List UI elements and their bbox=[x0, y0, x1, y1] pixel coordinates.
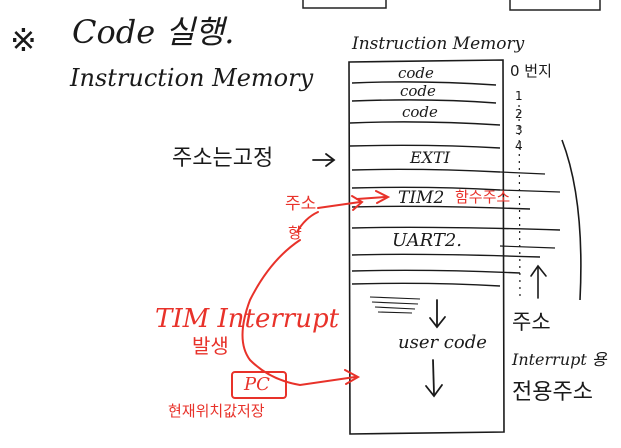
tim2-handler-note: 함수주소 bbox=[455, 188, 511, 206]
down-arrow-icon bbox=[429, 299, 446, 329]
top-box-left bbox=[302, 0, 387, 9]
top-box-right bbox=[509, 0, 601, 11]
memory-row-code: code bbox=[398, 64, 434, 82]
up-arrow-icon bbox=[530, 264, 547, 299]
memory-user-code: user code bbox=[398, 332, 487, 353]
memory-row-code: code bbox=[402, 103, 438, 121]
memory-row-lines bbox=[349, 81, 561, 287]
address-four: 4 bbox=[515, 139, 523, 153]
scribble-lines bbox=[369, 296, 421, 314]
memory-row-tim2: TIM2 bbox=[398, 188, 445, 208]
memory-row-uart2: UART2. bbox=[392, 230, 463, 251]
address-arrow-icon bbox=[317, 201, 361, 209]
dedicated-address-label: 전용주소 bbox=[512, 380, 593, 405]
fixed-address-arrow-icon bbox=[312, 153, 336, 167]
fixed-address-note: 주소는고정 bbox=[172, 146, 274, 171]
right-tick-lines bbox=[499, 171, 561, 249]
memory-label: Instruction Memory bbox=[352, 34, 525, 54]
star-mark: ※ bbox=[10, 21, 37, 59]
address-zero: 0 번지 bbox=[510, 62, 552, 80]
memory-block bbox=[348, 59, 505, 435]
address-dots bbox=[518, 97, 521, 301]
address-two: 2 bbox=[515, 107, 523, 121]
address-one: 1 bbox=[515, 89, 523, 103]
interrupt-dedicated-label: Interrupt 용 bbox=[512, 350, 607, 369]
red-arrows bbox=[241, 190, 391, 387]
red-go-label: 향 bbox=[288, 224, 302, 242]
return-curve-arrow-icon bbox=[241, 239, 356, 387]
tim-interrupt-label: TIM Interrupt bbox=[155, 304, 340, 334]
pc-box bbox=[231, 371, 287, 399]
pc-label: PC bbox=[244, 374, 270, 395]
memory-row-exti: EXTI bbox=[410, 148, 451, 167]
right-address-label: 주소 bbox=[512, 310, 551, 334]
pc-save-note: 현재위치값저장 bbox=[168, 402, 265, 420]
down-arrow-icon bbox=[425, 359, 443, 398]
heading-title: Code 실행. bbox=[72, 13, 235, 51]
bracket-curve bbox=[561, 139, 582, 301]
memory-row-code: code bbox=[400, 82, 436, 100]
interrupt-occurs-label: 발생 bbox=[192, 334, 229, 358]
heading-subtitle: Instruction Memory bbox=[70, 64, 314, 92]
address-three: 3 bbox=[515, 123, 523, 137]
red-address-label: 주소 bbox=[285, 194, 317, 214]
